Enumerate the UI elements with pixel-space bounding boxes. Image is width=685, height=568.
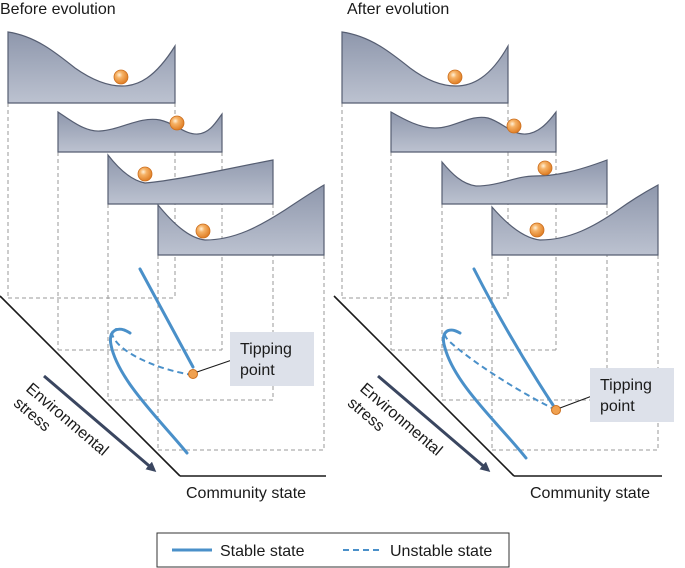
- tipping-point-box: [590, 368, 674, 422]
- ball: [113, 69, 129, 85]
- tipping-point-box: [230, 332, 314, 386]
- landscape-1: [7, 31, 176, 104]
- community-state-label: Community state: [186, 485, 306, 502]
- stable-branch-upper: [138, 267, 195, 369]
- bifurcation-curve: [442, 267, 561, 460]
- landscape-4: [491, 183, 659, 256]
- tipping-point-marker: [188, 369, 198, 379]
- stable-branch-upper: [472, 267, 555, 407]
- ball: [506, 118, 522, 134]
- panel-title: Before evolution: [0, 1, 116, 18]
- unstable-branch: [111, 328, 194, 376]
- community-state-label: Community state: [530, 485, 650, 502]
- landscape-3: [107, 153, 274, 205]
- tipping-point-marker: [551, 405, 561, 415]
- legend: Stable state Unstable state: [156, 532, 510, 568]
- unstable-state-label: Unstable state: [390, 543, 492, 560]
- tipping-point-label: Tipping point: [600, 377, 656, 415]
- legend-box: [156, 532, 510, 568]
- panel-title: After evolution: [347, 1, 449, 18]
- stress-arrow: [377, 374, 491, 472]
- landscape-3: [441, 159, 608, 205]
- landscape-1: [341, 31, 509, 104]
- axes: [333, 295, 662, 477]
- ball: [529, 222, 545, 238]
- stable-branch-lower: [442, 328, 528, 460]
- landscape-2: [390, 110, 557, 153]
- axes: [0, 295, 326, 477]
- ball: [137, 166, 153, 182]
- ball: [195, 223, 211, 239]
- ball: [537, 160, 553, 176]
- ball: [447, 69, 463, 85]
- tipping-point-label: Tipping point: [240, 341, 296, 379]
- landscape-2: [57, 110, 223, 153]
- stress-arrow: [43, 374, 157, 472]
- stable-state-label: Stable state: [220, 543, 305, 560]
- ball: [169, 115, 185, 131]
- panel-after-evolution: After evolution: [333, 1, 674, 502]
- unstable-branch: [443, 329, 557, 411]
- stable-branch-lower: [108, 327, 189, 455]
- landscape-4: [157, 183, 325, 256]
- bifurcation-curve: [108, 267, 198, 455]
- panel-before-evolution: Before evolution: [0, 1, 326, 502]
